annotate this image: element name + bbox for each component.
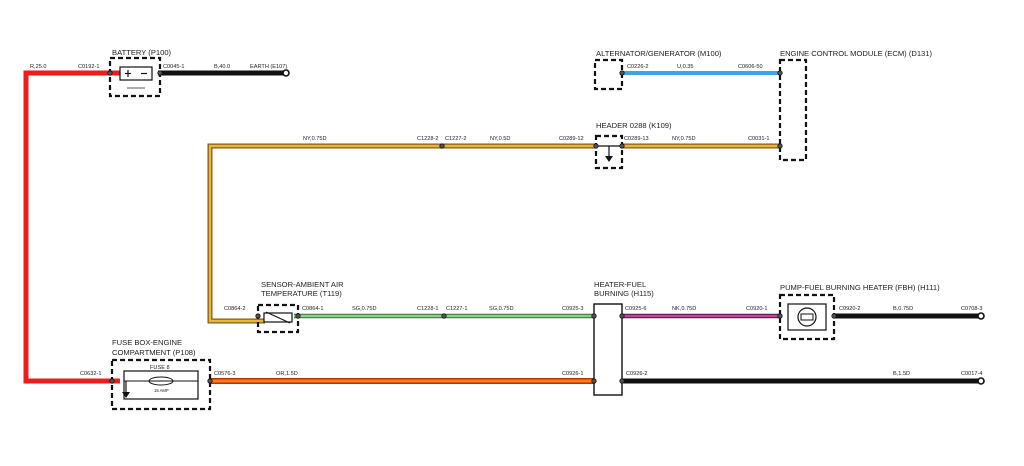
sensor-label-line2: TEMPERATURE (T119) [261,289,342,298]
wire-label-b15: B,1.5D [893,371,910,377]
pin-c0925-3 [591,313,597,319]
conn-label-c1228-2: C1228-2 [417,136,438,142]
heater-fuel-burning-component[interactable] [593,303,623,396]
pin-c0226-2 [619,70,625,76]
pin-c0289-13 [619,143,625,149]
ecm-label: ENGINE CONTROL MODULE (ECM) (D131) [780,49,933,58]
wire-label-b075: B,0.75D [893,306,913,312]
pin-c0925-6 [619,313,625,319]
ecm-component[interactable] [778,58,808,162]
heater-label-line2: BURNING (H115) [594,289,654,298]
wire-yellow-ny [207,143,780,324]
pin-c1228-2 [439,143,445,149]
wire-label-ny05: NY,0.5D [490,136,510,142]
conn-label-e107: EARTH (E107) [250,64,287,70]
conn-label-c0864-1: C0864-1 [302,306,323,312]
wire-label-nk075: NK,0.75D [672,306,696,312]
pin-c0864-2 [255,313,261,319]
conn-label-c0708-3: C0708-3 [961,306,982,312]
conn-label-c0226-2: C0226-2 [627,64,648,70]
wire-label-r25: R,25.0 [30,64,46,70]
header-label: HEADER 0288 (K109) [596,121,672,130]
pin-c0926-2 [619,378,625,384]
conn-label-c0289-12: C0289-12 [559,136,584,142]
pin-c0632-1 [109,378,115,384]
pin-c0576-3 [207,378,213,384]
sensor-label-line1: SENSOR-AMBIENT AIR [261,280,344,289]
pin-c0289-12 [593,143,599,149]
pin-c0031-1 [777,143,783,149]
wire-label-u035: U,0.35 [677,64,693,70]
wire-label-sg075b: SG,0.75D [489,306,514,312]
header-0288-component[interactable] [594,134,624,170]
conn-label-c0289-13: C0289-13 [624,136,649,142]
conn-label-c0925-3: C0925-3 [562,306,583,312]
conn-label-c0031-1: C0031-1 [748,136,769,142]
fusebox-label-line1: FUSE BOX-ENGINE [112,338,182,347]
conn-label-c0920-2: C0920-2 [839,306,860,312]
conn-label-c0017-4: C0017-4 [961,371,982,377]
pin-c0920-2 [831,313,837,319]
conn-label-c1227-2: C1227-2 [445,136,466,142]
pin-c0920-1 [777,313,783,319]
alternator-label: ALTERNATOR/GENERATOR (M100) [596,49,722,58]
conn-label-c0045-1: C0045-1 [163,64,184,70]
terminal-c0017-4[interactable] [977,377,985,385]
fuse-box-engine-compartment[interactable] [110,358,212,411]
conn-label-c0576-3: C0576-3 [214,371,235,377]
conn-label-c0864-2: C0864-2 [224,306,245,312]
wire-red-battery-feed [23,70,120,384]
alternator-component[interactable] [593,58,624,91]
pin-c0192-1 [107,70,113,76]
wire-label-b40: B,40.0 [214,64,230,70]
conn-label-c1228-1: C1228-1 [417,306,438,312]
terminal-c0708-3[interactable] [977,312,985,320]
pump-fuel-burning-heater[interactable] [778,293,836,341]
wire-label-sg075a: SG,0.75D [352,306,377,312]
wire-label-ny075: NY,0.75D [303,136,327,142]
conn-label-c0926-1: C0926-1 [562,371,583,377]
pin-c0926-1 [591,378,597,384]
battery-component[interactable] [108,56,162,98]
pump-label: PUMP-FUEL BURNING HEATER (FBH) (H111) [780,283,940,292]
conn-label-c0606-50: C0606-50 [738,64,763,70]
fuse-rating-label: 15 AMP [154,388,169,393]
conn-label-c0632-1: C0632-1 [80,371,101,377]
sensor-ambient-air-temperature[interactable] [256,303,300,334]
pin-c0606-50 [777,70,783,76]
pin-c0045-1 [157,70,163,76]
pin-c0864-1 [295,313,301,319]
conn-label-c1227-1: C1227-1 [446,306,467,312]
conn-label-c0920-1: C0920-1 [746,306,767,312]
connector-pins [107,70,837,384]
conn-label-c0926-2: C0926-2 [626,371,647,377]
conn-label-c0192-1: C0192-1 [78,64,99,70]
earth-e107-terminal[interactable] [282,69,290,77]
fusebox-label-line2: COMPARTMENT (P108) [112,348,196,357]
wire-label-or15: OR,1.5D [276,371,298,377]
pin-c1228-1 [441,313,447,319]
heater-label-line1: HEATER-FUEL [594,280,646,289]
battery-label: BATTERY (P100) [112,48,172,57]
fuse-name-label: FUSE 8 [150,365,170,371]
wire-label-ny075b: NY,0.75D [672,136,696,142]
conn-label-c0925-6: C0925-6 [625,306,646,312]
